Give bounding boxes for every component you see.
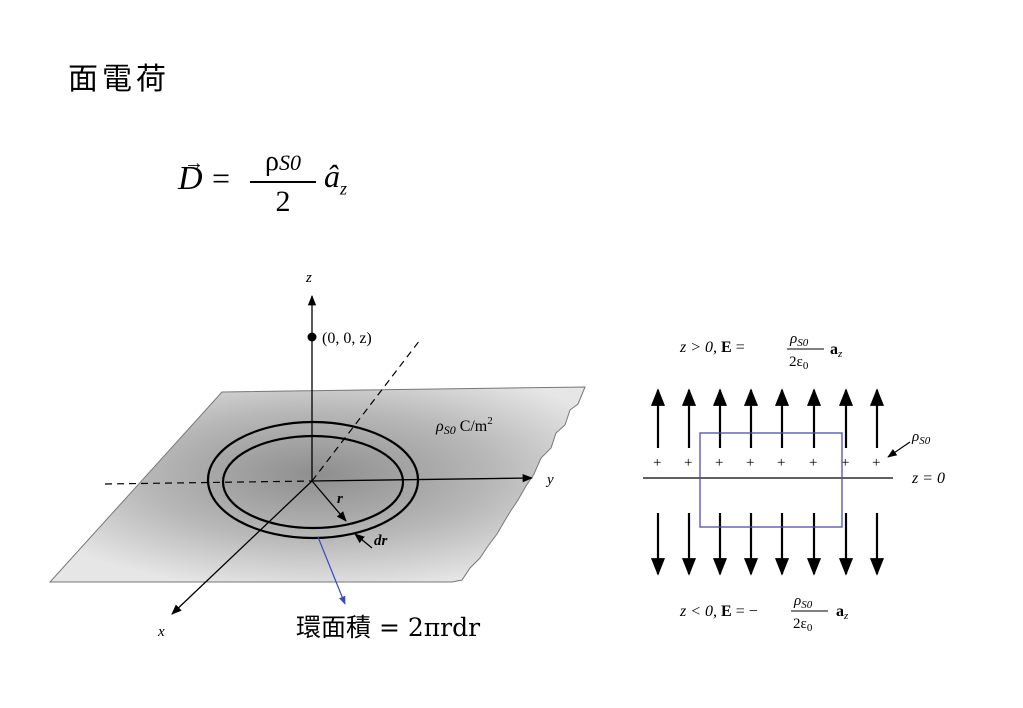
lower-unit-vector: az (836, 603, 849, 622)
svg-text:ρS0: ρS0 (793, 593, 813, 611)
svg-text:2ε0: 2ε0 (793, 616, 813, 634)
field-sideview-figure: z > 0, E = ρS0 2ε0 az + + + + + + + + ρS0 z = 0… (643, 331, 945, 634)
plane-label: z = 0 (911, 470, 945, 487)
downward-field-arrows (650, 513, 885, 576)
ring-area-label: 環面積 = 2πrdr (296, 613, 480, 642)
upward-field-arrows (650, 388, 885, 448)
rho-label: ρS0 (911, 429, 931, 447)
r-label: r (337, 491, 343, 507)
y-axis-label: y (545, 472, 554, 488)
d-field-equation: → D = ρS0 2 âz (178, 146, 358, 222)
eq-denominator: 2 (275, 185, 291, 218)
fraction-bar (250, 181, 316, 183)
plus-sign: + (872, 455, 880, 471)
x-axis (171, 480, 313, 615)
plus-sign: + (715, 455, 723, 471)
slide-title: 面電荷 (68, 62, 170, 97)
plus-sign: + (841, 455, 849, 471)
upper-field-eq: z > 0, E = (679, 339, 745, 356)
lower-fraction: ρS0 2ε0 (791, 593, 828, 634)
x-axis-dashed (311, 339, 421, 482)
eq-unit-vector: âz (324, 158, 348, 199)
ring-inner (221, 434, 405, 530)
ring-area-pointer (317, 536, 346, 605)
plus-sign: + (777, 455, 785, 471)
svg-text:ρS0: ρS0 (789, 331, 809, 349)
eq-lhs: D (178, 160, 203, 197)
dr-label: dr (374, 533, 388, 549)
point-label: (0, 0, z) (322, 330, 372, 347)
lower-field-eq: z < 0, E = − (679, 603, 758, 620)
radius-line (311, 480, 347, 522)
eq-numerator: ρS0 (265, 146, 301, 177)
vector-arrow-icon: → (184, 152, 204, 174)
plus-sign: + (684, 455, 692, 471)
upper-unit-vector: az (830, 341, 843, 360)
y-axis-dashed (104, 480, 313, 485)
plus-sign: + (809, 455, 817, 471)
gaussian-box (699, 432, 843, 528)
eq-fraction: ρS0 2 (250, 146, 316, 219)
svg-text:2ε0: 2ε0 (789, 354, 809, 372)
x-axis-label: x (157, 624, 165, 640)
dr-arrow (354, 533, 373, 549)
charged-sheet (48, 386, 586, 583)
rho-pointer (887, 441, 911, 458)
plus-sign: + (746, 455, 754, 471)
plus-sign: + (653, 455, 661, 471)
ring-outer (206, 420, 420, 540)
y-axis (311, 473, 534, 483)
field-point (307, 332, 317, 342)
eq-equals: = (212, 160, 231, 196)
upper-fraction: ρS0 2ε0 (787, 331, 824, 372)
z-axis-label: z (305, 270, 312, 286)
surface-charge-signs: + + + + + + + + (653, 455, 880, 471)
